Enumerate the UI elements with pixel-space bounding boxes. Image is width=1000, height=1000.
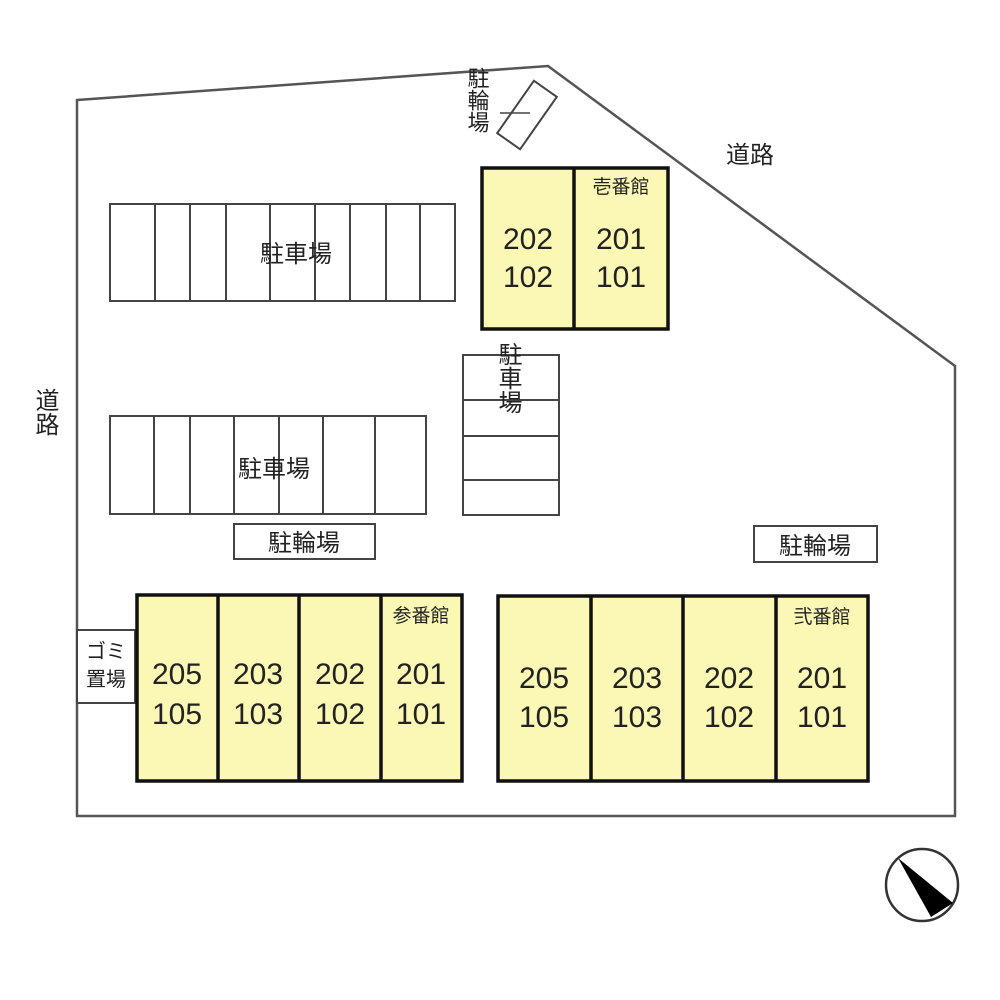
bicycle-parking-north: 駐輪場 (464, 67, 559, 151)
building-name: 参番館 (392, 605, 449, 627)
unit-upper: 203 (233, 658, 283, 691)
building-ichiban: 壱番館 202 102 201 101 (480, 166, 670, 331)
bicycle-parking-east: 駐輪場 (753, 525, 878, 563)
car-parking-middle: 駐車場 (462, 342, 560, 516)
unit-upper: 202 (315, 658, 365, 691)
garbage-label-line1: ゴミ (86, 639, 126, 663)
car-parking-upper: 駐車場 (109, 203, 456, 302)
road-label-northeast: 道路 (726, 141, 774, 169)
building-name: 壱番館 (592, 176, 649, 198)
bicycle-parking-east-label: 駐輪場 (779, 532, 851, 560)
garbage-area: ゴミ 置場 (76, 629, 136, 704)
unit-upper: 202 (503, 223, 553, 256)
unit-lower: 103 (233, 698, 283, 731)
building-sanban: 参番館 205 105 203 103 202 102 201 101 (135, 593, 464, 783)
unit-upper: 201 (797, 662, 847, 695)
unit-upper: 202 (704, 662, 754, 695)
unit-upper: 201 (396, 658, 446, 691)
north-arrow-icon (884, 847, 960, 923)
unit-lower: 101 (396, 698, 446, 731)
unit-lower: 105 (519, 701, 569, 734)
unit-lower: 101 (797, 701, 847, 734)
unit-lower: 102 (315, 698, 365, 731)
unit-lower: 101 (596, 261, 646, 294)
car-parking-lower: 駐車場 (109, 415, 427, 515)
unit-lower: 102 (503, 261, 553, 294)
building-name: 弐番館 (793, 606, 850, 628)
unit-upper: 201 (596, 223, 646, 256)
car-parking-lower-label: 駐車場 (238, 455, 310, 483)
unit-lower: 105 (152, 698, 202, 731)
unit-upper: 205 (519, 662, 569, 695)
unit-lower: 103 (612, 701, 662, 734)
bicycle-parking-center: 駐輪場 (233, 523, 376, 560)
building-niban: 弐番館 205 105 203 103 202 102 201 101 (496, 594, 870, 783)
garbage-label-line2: 置場 (86, 667, 126, 691)
bicycle-parking-north-label: 駐輪場 (464, 67, 490, 133)
unit-lower: 102 (704, 701, 754, 734)
road-label-west-char1: 道路 (31, 388, 59, 436)
unit-upper: 205 (152, 658, 202, 691)
car-parking-upper-label: 駐車場 (260, 240, 332, 268)
car-parking-middle-label: 駐車場 (494, 342, 522, 414)
unit-upper: 203 (612, 662, 662, 695)
bicycle-parking-center-label: 駐輪場 (268, 529, 340, 557)
